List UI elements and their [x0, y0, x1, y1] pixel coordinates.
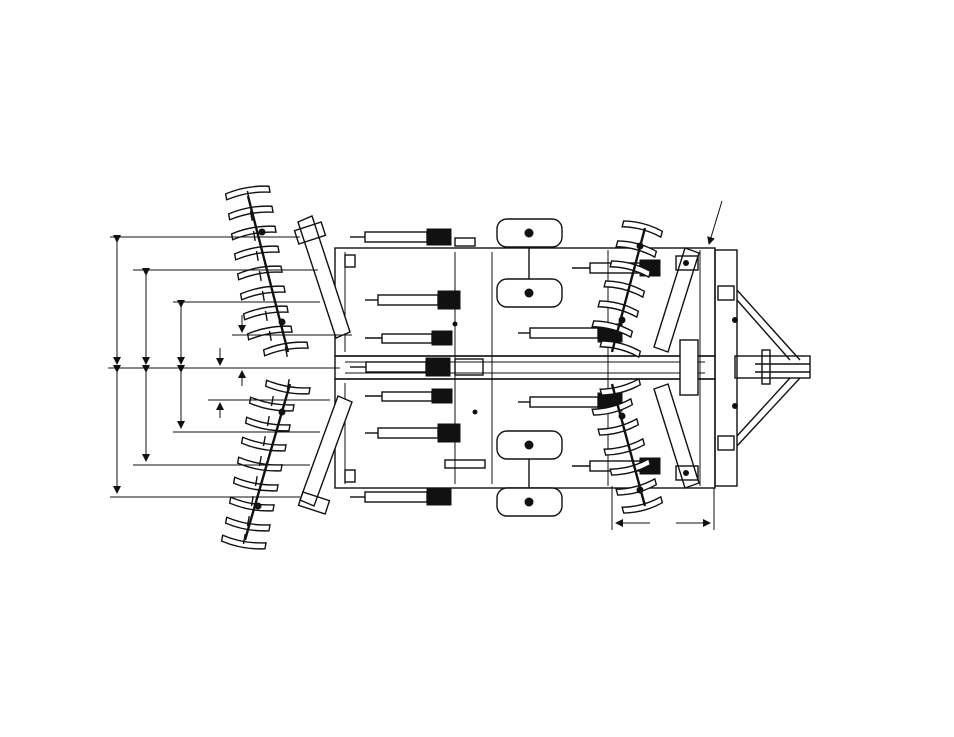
disc-blade [245, 412, 291, 433]
front-disc-gang-upper [225, 184, 309, 361]
gauge-wheels [497, 219, 562, 516]
front-disc-gang-lower [221, 375, 311, 551]
disc-blade [231, 224, 277, 245]
disc-blade [598, 299, 639, 318]
disc-blade [249, 392, 295, 413]
disc-blade [237, 264, 283, 285]
disc-blade [233, 472, 279, 493]
leader-arrow [709, 201, 722, 244]
disc-blade [225, 184, 271, 205]
disc-blade [234, 244, 280, 265]
disc-blade [598, 419, 639, 438]
hydraulic-cylinders [350, 229, 660, 505]
front-gang-beams [295, 216, 355, 514]
disc-blade [241, 432, 287, 453]
disc-blade [604, 279, 645, 298]
disc-blade [604, 439, 645, 458]
disc-blade [229, 492, 275, 513]
disc-blade [221, 530, 267, 551]
disc-blade [237, 452, 283, 473]
